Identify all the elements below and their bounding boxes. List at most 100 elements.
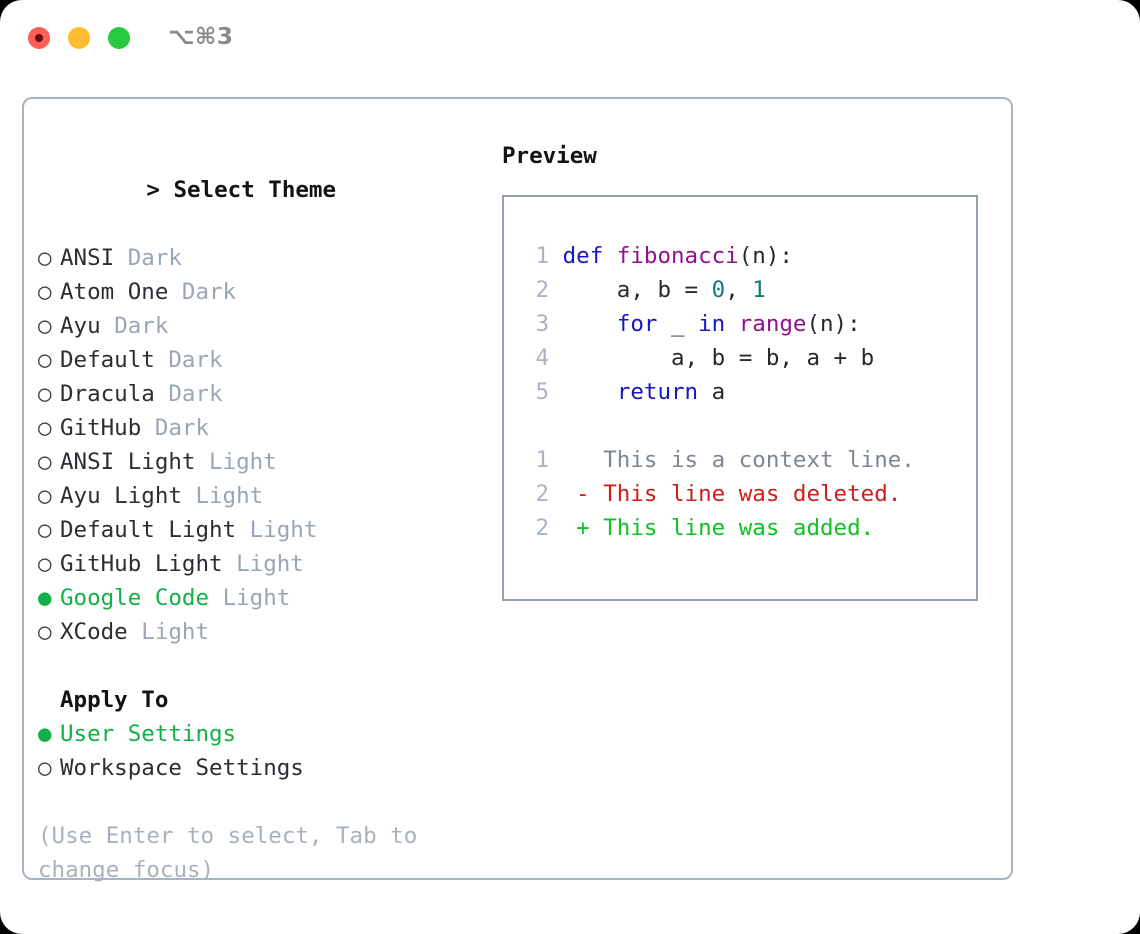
- theme-name-tag-separator: [114, 245, 128, 271]
- radio-selected-icon: ●: [38, 585, 66, 611]
- gutter-gap: [549, 447, 576, 473]
- preview-title: Preview: [502, 143, 597, 169]
- radio-unselected-icon: ○: [38, 313, 66, 339]
- apply-to-option-label: Workspace Settings: [60, 755, 304, 781]
- theme-name: XCode: [60, 619, 128, 645]
- theme-variant-tag: Light: [249, 517, 318, 543]
- theme-name: Ayu Light: [60, 483, 182, 509]
- gutter-gap: [549, 515, 576, 541]
- theme-list-item[interactable]: ○ Ayu Light Light: [38, 479, 478, 513]
- apply-to-option[interactable]: ○ Workspace Settings: [38, 751, 478, 785]
- code-line-number: 1: [535, 243, 550, 269]
- apply-to-options: ● User Settings○ Workspace Settings: [38, 717, 478, 785]
- code-token-fn: range: [738, 311, 807, 337]
- radio-unselected-icon: ○: [38, 245, 66, 271]
- radio-unselected-icon: ○: [38, 381, 66, 407]
- apply-to-option-label: User Settings: [60, 721, 237, 747]
- select-theme-heading: > Select Theme: [38, 139, 478, 241]
- keyboard-hint: (Use Enter to select, Tab to change focu…: [38, 823, 431, 883]
- code-token-body: [725, 311, 739, 337]
- theme-variant-tag: Dark: [154, 415, 210, 441]
- keyboard-shortcut-label: ⌥⌘3: [168, 24, 234, 50]
- code-token-num: 0: [711, 277, 726, 303]
- code-token-body: _: [657, 311, 699, 337]
- gutter-gap: [549, 345, 563, 371]
- theme-list-item[interactable]: ○ GitHub Light Light: [38, 547, 478, 581]
- code-line-number: 5: [535, 379, 550, 405]
- theme-name-tag-separator: [101, 313, 115, 339]
- theme-name-tag-separator: [209, 585, 223, 611]
- theme-variant-tag: Dark: [168, 381, 223, 407]
- code-line: 5 return a: [504, 375, 976, 409]
- theme-variant-tag: Dark: [127, 245, 182, 271]
- theme-list-item[interactable]: ○ ANSI Light Light: [38, 445, 478, 479]
- gutter-gap: [549, 243, 563, 269]
- radio-unselected-icon: ○: [38, 619, 66, 645]
- code-token-body: [563, 311, 617, 337]
- theme-name: ANSI Light: [60, 449, 196, 475]
- theme-list-item[interactable]: ○ GitHub Dark: [38, 411, 478, 445]
- maximize-button[interactable]: [108, 27, 130, 49]
- theme-list-item[interactable]: ○ Atom One Dark: [38, 275, 478, 309]
- apply-to-option[interactable]: ● User Settings: [38, 717, 478, 751]
- radio-unselected-icon: ○: [38, 755, 66, 781]
- window-titlebar: ⌥⌘3: [0, 0, 1140, 78]
- theme-name-tag-separator: [141, 415, 155, 441]
- code-token-body: a, b = b, a + b: [562, 345, 875, 371]
- diff-sample: 1 This is a context line.2 - This line w…: [504, 443, 976, 545]
- diff-line-number: 1: [535, 447, 550, 473]
- theme-name: Default Light: [60, 517, 237, 543]
- theme-variant-tag: Dark: [168, 347, 223, 373]
- theme-list-item[interactable]: ○ Default Dark: [38, 343, 478, 377]
- code-token-punct: (n):: [738, 243, 793, 269]
- theme-name: Atom One: [60, 279, 169, 305]
- code-line-number: 2: [535, 277, 550, 303]
- diff-line: 2 + This line was added.: [504, 511, 976, 545]
- code-line: 3 for _ in range(n):: [504, 307, 976, 341]
- radio-unselected-icon: ○: [38, 347, 66, 373]
- theme-name-tag-separator: [236, 517, 250, 543]
- code-token-kw: for: [616, 311, 658, 337]
- apply-to-heading: Apply To: [60, 687, 169, 713]
- minimize-button[interactable]: [68, 27, 90, 49]
- theme-list-item[interactable]: ○ Default Light Light: [38, 513, 478, 547]
- gutter-gap: [549, 481, 576, 507]
- radio-unselected-icon: ○: [38, 483, 66, 509]
- code-token-punct: (n):: [806, 311, 861, 337]
- radio-unselected-icon: ○: [38, 279, 66, 305]
- theme-variant-tag: Light: [222, 585, 291, 611]
- theme-list-item[interactable]: ○ Ayu Dark: [38, 309, 478, 343]
- theme-list-item[interactable]: ● Google Code Light: [38, 581, 478, 615]
- code-token-body: ,: [725, 277, 753, 303]
- diff-line: 1 This is a context line.: [504, 443, 976, 477]
- diff-marker: +: [576, 515, 604, 541]
- theme-list-item[interactable]: ○ XCode Light: [38, 615, 478, 649]
- code-token-num: 1: [752, 277, 766, 303]
- theme-name-tag-separator: [155, 347, 169, 373]
- gutter-gap: [549, 311, 563, 337]
- gutter-gap: [549, 379, 563, 405]
- theme-name: Google Code: [60, 585, 210, 611]
- theme-list-item[interactable]: ○ ANSI Dark: [38, 241, 478, 275]
- code-token-body: a: [698, 379, 726, 405]
- theme-name: GitHub Light: [60, 551, 223, 577]
- code-line: 2 a, b = 0, 1: [504, 273, 976, 307]
- theme-list-item[interactable]: ○ Dracula Dark: [38, 377, 478, 411]
- diff-line-text: This is a context line.: [603, 447, 915, 473]
- close-button[interactable]: [28, 27, 50, 49]
- theme-name: Ayu: [60, 313, 101, 339]
- diff-line: 2 - This line was deleted.: [504, 477, 976, 511]
- code-line-number: 3: [535, 311, 550, 337]
- prompt-caret: >: [146, 177, 174, 203]
- code-token-body: [563, 379, 617, 405]
- code-line-number: 4: [535, 345, 550, 371]
- code-line: 1 def fibonacci(n):: [504, 239, 976, 273]
- theme-variant-tag: Light: [141, 619, 210, 645]
- preview-gap: [504, 409, 976, 443]
- theme-variant-tag: Light: [195, 483, 264, 509]
- diff-line-number: 2: [535, 515, 550, 541]
- code-token-kw: in: [698, 311, 726, 337]
- radio-unselected-icon: ○: [38, 551, 66, 577]
